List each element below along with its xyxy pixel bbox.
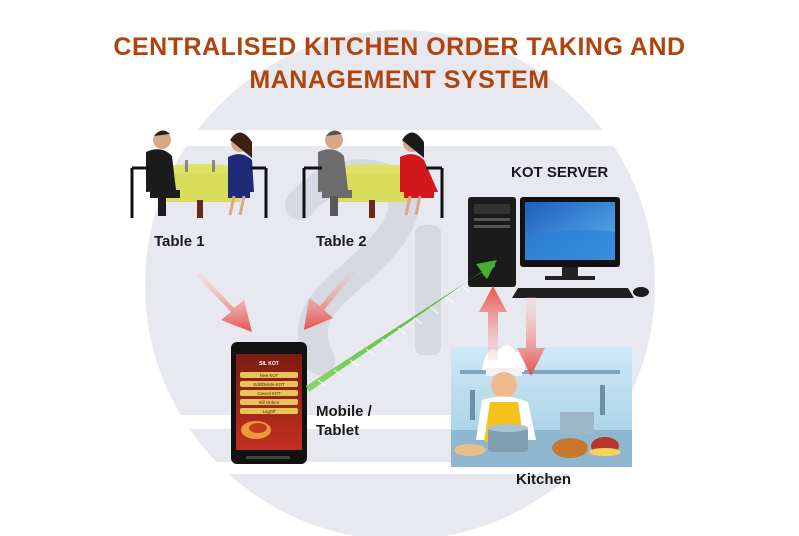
table-1-label: Table 1: [154, 233, 205, 250]
tablet-menu-item[interactable]: New KOT: [260, 373, 279, 378]
table-2-diners-illustration: [302, 130, 444, 218]
arrow-kitchen-to-server: [479, 286, 507, 360]
kitchen-label: Kitchen: [516, 471, 572, 488]
mobile-label-line-1: Mobile /: [316, 403, 372, 420]
mobile-label-line-2: Tablet: [316, 422, 360, 439]
arrow-server-to-kitchen: [517, 297, 545, 376]
arrow-table1-to-tablet: [196, 271, 252, 332]
kot-server-label: KOT SERVER: [511, 164, 609, 181]
table-1-diners-illustration: [130, 130, 268, 218]
mobile-tablet-label: Mobile / Tablet: [316, 402, 372, 440]
tablet-menu-item[interactable]: Bill Orders: [259, 400, 279, 405]
kitchen-chef-illustration: [451, 345, 632, 467]
kot-server-computer-illustration: [468, 197, 649, 298]
arrow-tablet-to-server-wireless: [306, 260, 497, 392]
tablet-logo-text: SIL KOT: [259, 361, 279, 367]
tablet-menu-item[interactable]: LogOff: [263, 409, 277, 414]
tablet-menu-item[interactable]: Edit/Delete KOT: [253, 382, 284, 387]
diagram-title-line-1: CENTRALISED KITCHEN ORDER TAKING AND: [113, 33, 686, 61]
diagram-title-line-2: MANAGEMENT SYSTEM: [249, 66, 550, 94]
table-2-label: Table 2: [316, 233, 367, 250]
mobile-tablet-illustration: [231, 342, 307, 464]
tablet-menu-item[interactable]: Cancel KOT: [257, 391, 281, 396]
arrow-table2-to-tablet: [304, 268, 356, 330]
